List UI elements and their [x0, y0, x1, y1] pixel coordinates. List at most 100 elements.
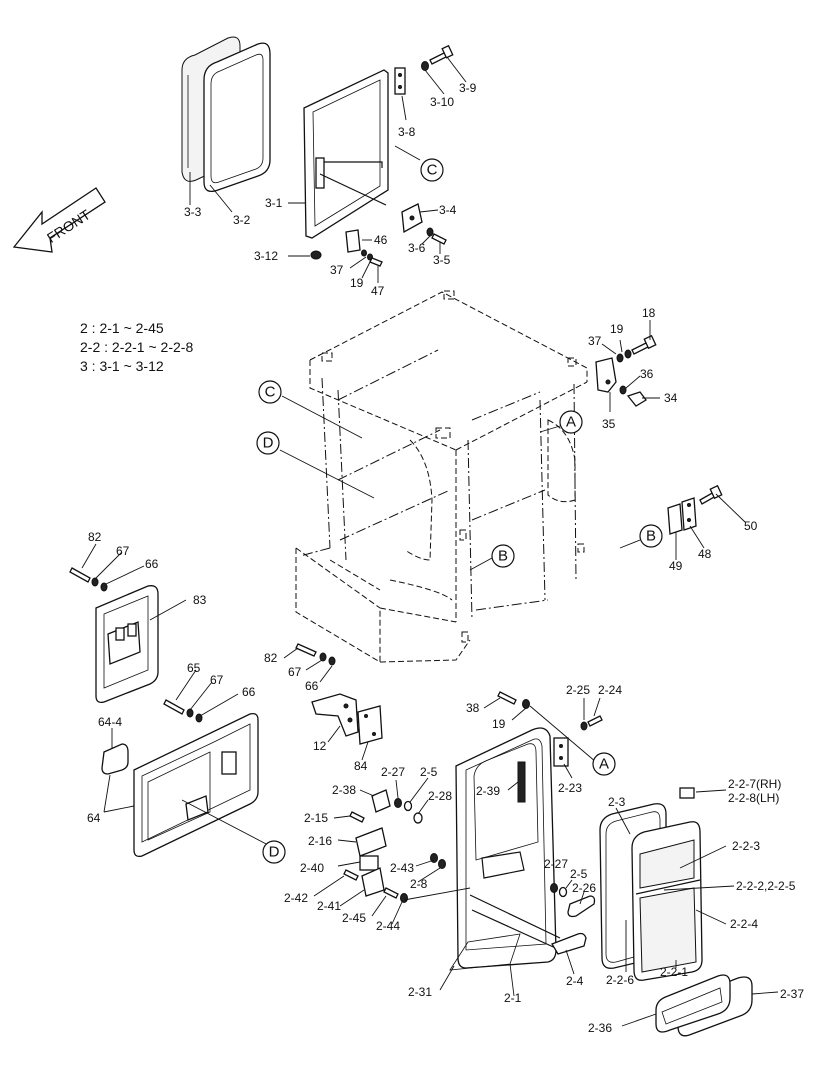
label-19-top: 19	[350, 276, 364, 290]
callout-B-cab: B	[491, 544, 515, 568]
label-2-37: 2-37	[780, 987, 804, 1001]
bolt-47	[369, 257, 383, 267]
legend-line-1: 2 : 2-1 ~ 2-45	[80, 320, 164, 336]
legend: 2 : 2-1 ~ 2-45 2-2 : 2-2-1 ~ 2-2-8 3 : 3…	[80, 320, 193, 374]
label-2-2-8: 2-2-8(LH)	[728, 791, 779, 805]
label-67-low: 67	[210, 673, 224, 687]
washer-19	[624, 349, 632, 359]
label-66-left: 66	[145, 557, 159, 571]
label-2-1: 2-1	[504, 991, 522, 1005]
label-18: 18	[642, 306, 656, 320]
svg-text:A: A	[566, 414, 576, 431]
label-83: 83	[193, 593, 207, 607]
label-2-23: 2-23	[558, 781, 582, 795]
label-2-15: 2-15	[304, 811, 328, 825]
seal-2-36	[655, 974, 731, 1033]
latch-3-4	[401, 203, 423, 234]
label-2-43: 2-43	[390, 861, 414, 875]
label-3-2: 3-2	[233, 213, 251, 227]
label-64: 64	[87, 811, 101, 825]
label-2-36: 2-36	[588, 1021, 612, 1035]
label-2-27-left: 2-27	[381, 765, 405, 779]
label-34: 34	[664, 391, 678, 405]
label-2-5-right: 2-5	[570, 867, 588, 881]
bolt-38	[497, 691, 517, 705]
block-2-40	[359, 855, 379, 871]
label-36: 36	[640, 367, 654, 381]
part-labels: 3-9 3-10 3-8 3-3 3-2 3-1 3-4 46 3-6 3-5 …	[87, 81, 804, 1035]
bolt-3-9	[429, 44, 454, 65]
handle-2-26	[567, 895, 596, 918]
door-group-2	[343, 691, 753, 1037]
label-2-2-3: 2-2-3	[732, 839, 760, 853]
svg-text:C: C	[265, 384, 276, 401]
washer-2-27	[394, 798, 402, 808]
washer-2-8	[438, 859, 446, 869]
bolt-2-45	[383, 887, 399, 899]
stopper-34	[626, 391, 647, 407]
label-50: 50	[744, 519, 758, 533]
plate-2-31	[449, 933, 521, 971]
washer-2-5	[558, 886, 568, 898]
stopper-bracket-group	[595, 334, 657, 407]
latch-group-84	[295, 643, 383, 745]
screw-2-15	[349, 811, 365, 823]
washer-67	[319, 652, 327, 662]
rear-window-group	[181, 36, 454, 267]
label-2-40: 2-40	[300, 861, 324, 875]
plate-84	[357, 705, 383, 745]
label-3-5: 3-5	[433, 253, 451, 267]
label-2-8: 2-8	[410, 877, 428, 891]
label-49: 49	[669, 559, 683, 573]
label-12: 12	[313, 739, 327, 753]
label-3-12: 3-12	[254, 249, 278, 263]
bolt-2-24	[587, 715, 603, 727]
label-19-door: 19	[492, 717, 506, 731]
plate-2-16	[355, 827, 387, 857]
striker-group	[667, 484, 723, 535]
label-2-2-7: 2-2-7(RH)	[728, 777, 781, 791]
label-2-24: 2-24	[598, 683, 622, 697]
strip-2-39	[517, 761, 526, 803]
label-3-8: 3-8	[398, 125, 416, 139]
label-2-16: 2-16	[308, 834, 332, 848]
callout-C-top: C	[420, 158, 444, 182]
callout-C-cab: C	[258, 380, 282, 404]
cab-outline	[295, 290, 588, 663]
washer-2-25	[580, 721, 588, 731]
frame-3-1	[303, 69, 389, 239]
striker-48	[681, 497, 697, 531]
washer-2-27	[550, 883, 558, 893]
label-47: 47	[371, 284, 385, 298]
hinge-2-23	[553, 737, 569, 767]
callout-A-lower: A	[592, 752, 616, 776]
label-37-top: 37	[330, 263, 344, 277]
handle-2-4	[551, 932, 587, 955]
label-82-left: 82	[88, 530, 102, 544]
washer-2-44	[400, 893, 408, 903]
bolt-65	[163, 699, 185, 715]
label-3-4: 3-4	[439, 203, 457, 217]
label-2-25: 2-25	[566, 683, 590, 697]
door-2-1	[455, 727, 557, 969]
svg-text:A: A	[599, 756, 609, 773]
label-38: 38	[466, 701, 480, 715]
label-2-31: 2-31	[408, 985, 432, 999]
washer-3-10	[421, 61, 429, 71]
washer-36	[619, 385, 627, 395]
label-2-27-right: 2-27	[544, 857, 568, 871]
cushion-64-4	[101, 743, 129, 775]
legend-line-2: 2-2 : 2-2-1 ~ 2-2-8	[80, 339, 193, 355]
label-3-6: 3-6	[408, 241, 426, 255]
plate-49	[667, 503, 683, 535]
label-82-mid: 82	[264, 651, 278, 665]
label-65: 65	[187, 661, 201, 675]
label-84: 84	[354, 759, 368, 773]
callout-D-lower: D	[262, 840, 286, 864]
svg-text:B: B	[498, 548, 508, 565]
bolt-82	[69, 567, 91, 583]
bolt-3-5	[431, 233, 447, 245]
label-2-39: 2-39	[476, 784, 500, 798]
bracket-35	[595, 357, 617, 393]
washer-66	[328, 656, 336, 666]
